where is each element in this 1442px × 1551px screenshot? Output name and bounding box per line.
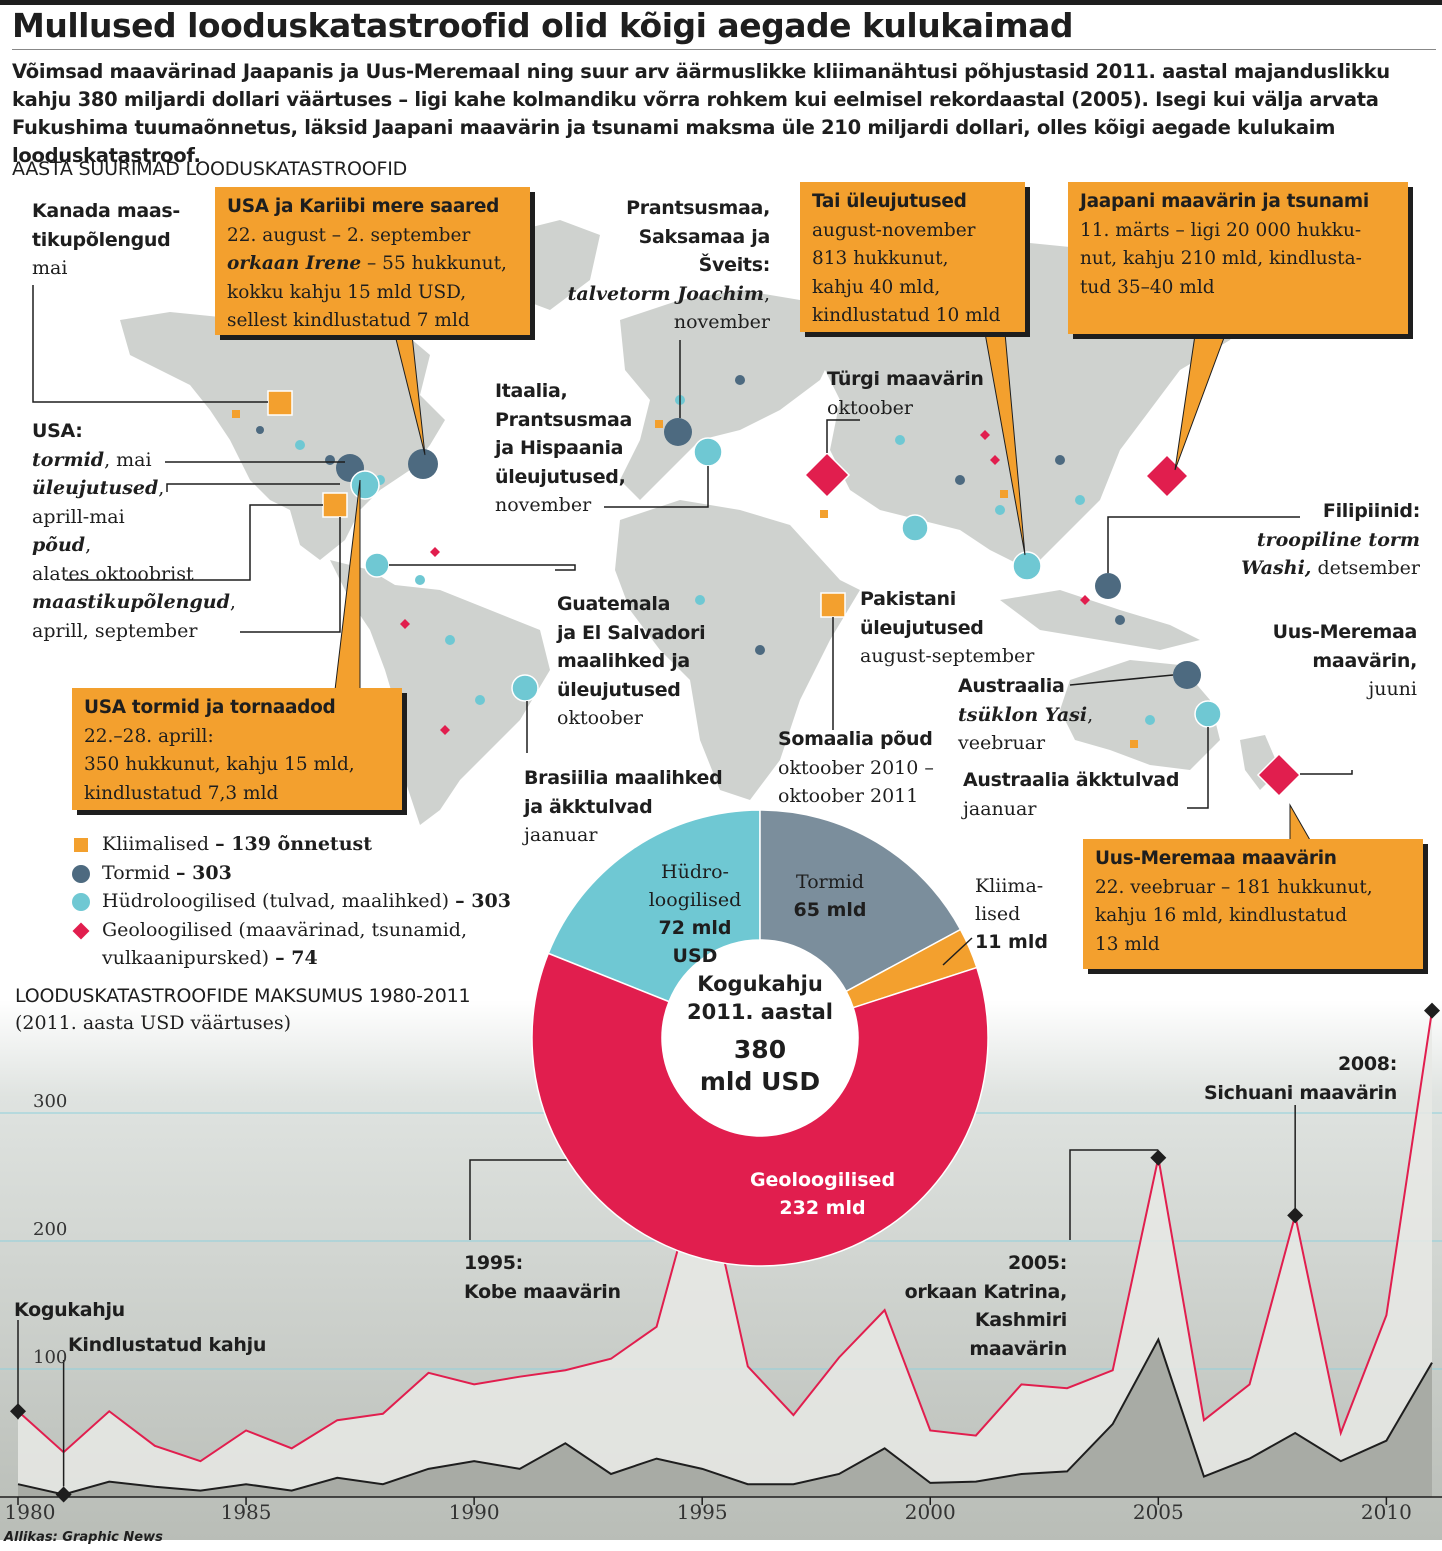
top-bar [0,0,1442,5]
chart-areas [0,1010,1442,1498]
pakistan-marker [901,514,929,542]
canada-fire-marker [267,390,293,416]
somalia-drought-marker [820,592,846,618]
callout-pointers [334,332,1311,841]
x-tick-label: 1995 [676,1500,728,1524]
label-usa: USA: tormid, mai üleujutused, aprill-mai… [32,420,236,642]
annotation-1995: 1995:Kobe maavärin [464,1252,621,1303]
map-section-title: AASTA SUURIMAD LOODUSKATASTROOFID [12,158,408,180]
annotation-marker [1287,1207,1304,1224]
major-markers [267,390,1302,798]
x-tick-label: 1990 [448,1500,500,1524]
south-america-shape [330,560,550,825]
chart-title: LOODUSKATASTROOFIDE MAKSUMUS 1980-2011 [15,985,471,1007]
legend-item-climate: Kliimalised – 139 õnnetust [72,830,511,859]
insured-line [17,1337,1433,1496]
thai-flood-marker [1012,551,1042,581]
japan-quake-marker [1144,453,1190,499]
chart-subtitle: (2011. aasta USD väärtuses) [15,1012,292,1034]
y-tick-label: 200 [33,1219,68,1240]
legend-item-hydro: Hüdroloogilised (tulvad, maalihked) – 30… [72,887,511,916]
africa-shape [615,500,860,800]
usa-flood-marker [350,470,380,500]
yasi-marker [1173,661,1201,689]
y-tick-label: 300 [33,1091,68,1112]
washi-marker [1095,573,1121,599]
nz-quake-marker [1256,752,1302,798]
source-credit: Allikas: Graphic News [4,1530,163,1545]
x-tick-label: 2010 [1360,1500,1412,1524]
legend: Kliimalised – 139 õnnetust Tormid – 303 … [72,830,511,973]
page-title: Mullused looduskatastroofid olid kõigi a… [12,6,1074,45]
joachim-marker [664,418,692,446]
series-label-insured: Kindlustatud kahju [68,1334,267,1356]
x-tick-label: 2005 [1132,1500,1184,1524]
brazil-marker [511,674,539,702]
annotation-marker [1150,1149,1167,1166]
y-tick-label: 100 [33,1347,68,1368]
series-label-total: Kogukahju [14,1299,125,1321]
leader-lines [32,285,1353,809]
diamond-icon [72,922,90,939]
x-tick-label: 1985 [220,1500,272,1524]
annotation-leader [1069,1149,1159,1240]
annotation-2008: 2008:Sichuani maavärin [1204,1053,1397,1104]
square-icon [74,838,88,852]
turkey-quake-marker [803,451,851,499]
x-tick-label: 1980 [4,1500,56,1524]
australia-shape [1060,660,1220,770]
europe-shape [620,290,840,500]
title-rule [12,49,1436,50]
irene-marker [408,449,438,479]
climate-leader [942,937,973,966]
insured-area [18,1339,1432,1497]
circle-icon [72,893,90,911]
donut-hole [662,940,858,1136]
intro-text: Võimsad maavärinad Jaapanis ja Uus-Merem… [12,60,1390,167]
legend-item-storms: Tormid – 303 [72,859,511,888]
storm-icon [72,864,90,883]
insured-start-marker [55,1486,72,1503]
legend-item-geo: Geoloogilised (maavärinad, tsunamid,vulk… [72,916,511,973]
total-end-marker [1424,1002,1440,1019]
indonesia-shape [1000,590,1200,650]
usa-drought-marker [322,492,348,518]
damage-donut [531,809,989,1267]
x-tick-label: 2000 [904,1500,956,1524]
